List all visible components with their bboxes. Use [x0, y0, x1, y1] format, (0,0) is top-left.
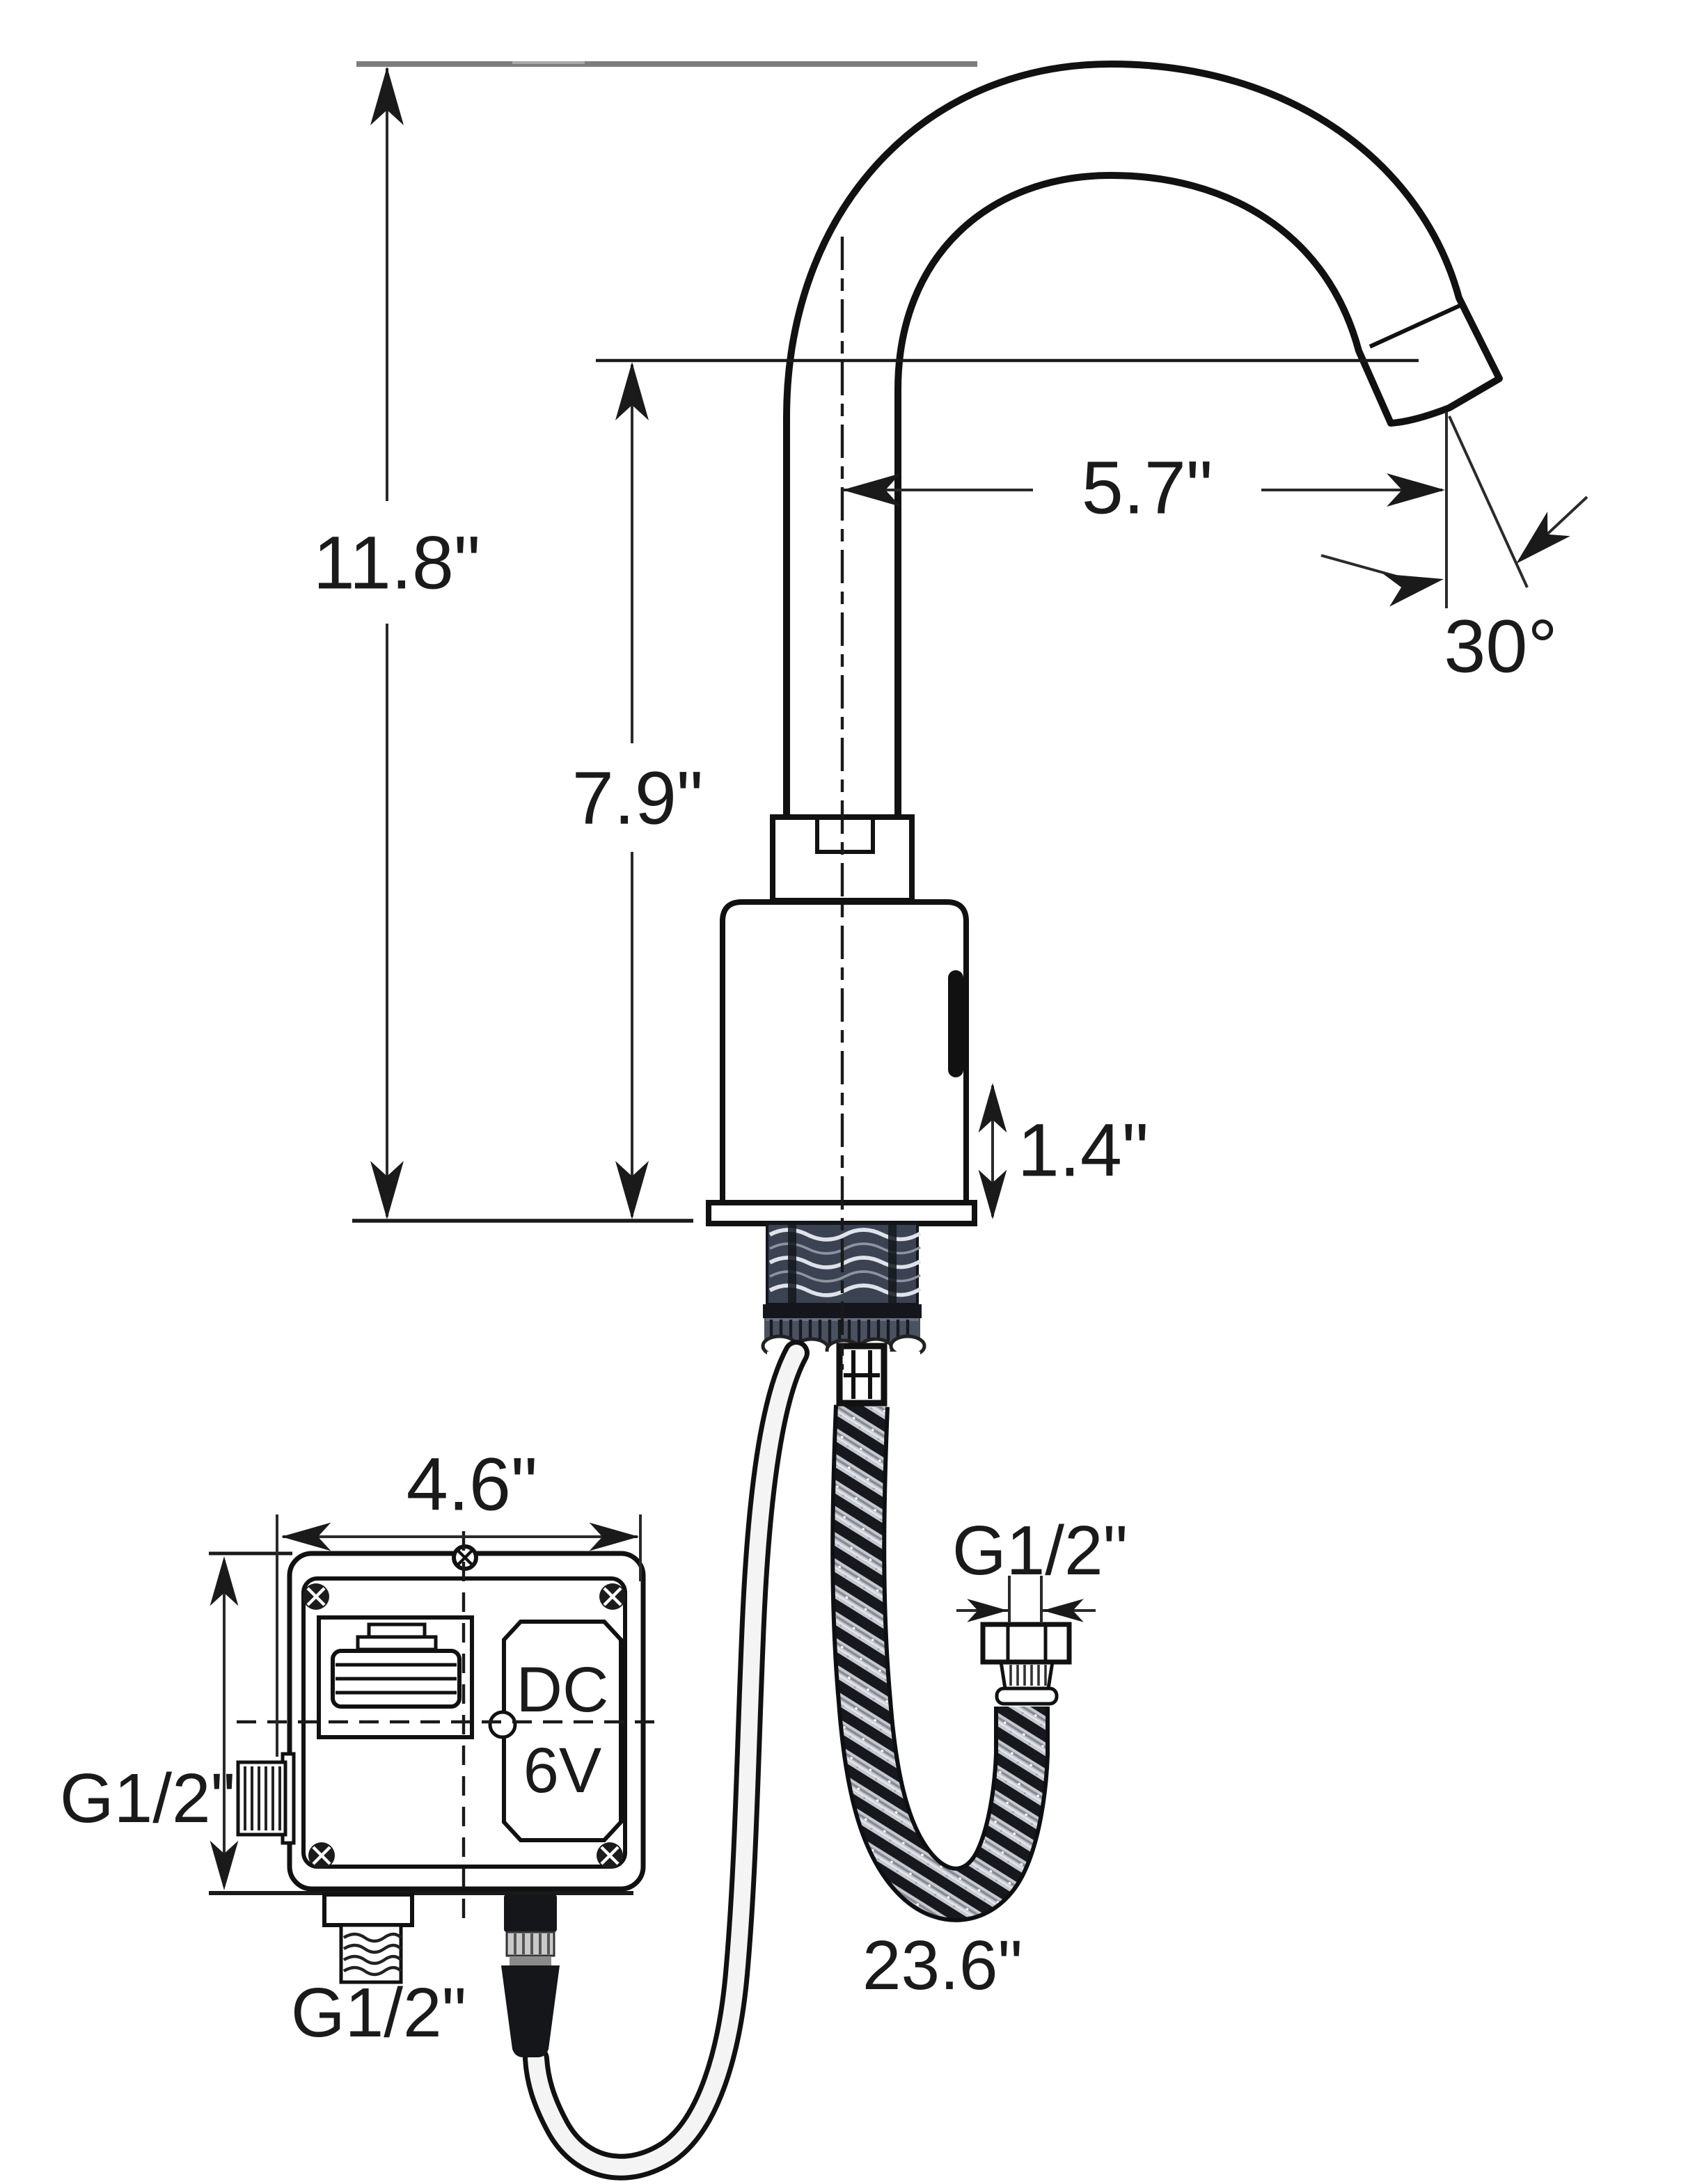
spout-angle-label: 30°	[1444, 604, 1557, 688]
sensor-cable	[523, 1340, 810, 2181]
dimension-spout-angle: 30°	[1320, 412, 1588, 688]
thread-labels: G1/2" G1/2" G1/2" 23.6"	[60, 1512, 1128, 2052]
dimension-body-height: 1.4"	[978, 1083, 1149, 1219]
dimensions: 11.8" 7.9" 5.7" 30°	[210, 67, 1588, 1890]
sensor-window	[948, 970, 963, 1077]
dimension-hose-thread	[956, 1576, 1096, 1623]
box-bottom-outlet	[322, 1892, 414, 1984]
control-box: DC 6V	[209, 1544, 646, 2057]
dimension-spout-height: 7.9"	[572, 362, 703, 1219]
panel-knob	[488, 1710, 517, 1739]
top-reference-line	[356, 61, 977, 67]
faucet-gooseneck-outline	[783, 61, 1503, 828]
reference-lines	[352, 358, 1419, 1223]
hose-shank-fitting	[836, 1343, 888, 1407]
braided-hose	[830, 1404, 1050, 1922]
body-height-label: 1.4"	[1018, 1108, 1149, 1192]
centerlines	[237, 237, 844, 1926]
collar-notch	[815, 817, 875, 854]
faucet-sensor-body	[720, 899, 969, 1208]
vent-detail	[317, 1615, 474, 1739]
cable-plug-connector	[501, 1894, 560, 2057]
box-side-inlet	[236, 1752, 296, 1845]
hose-ring	[995, 1686, 1059, 1706]
hose-length-label: 23.6"	[862, 1926, 1023, 2004]
dimension-total-height: 11.8"	[313, 67, 481, 1219]
box-bottom-thread-label: G1/2"	[291, 1974, 466, 2052]
power-label-panel: DC 6V	[488, 1620, 623, 1842]
dimension-box-width: 4.6"	[276, 1442, 642, 1757]
panel-screws	[303, 1544, 626, 1869]
dimension-box-height	[210, 1556, 239, 1890]
hose-thread-label: G1/2"	[952, 1512, 1128, 1590]
total-height-label: 11.8"	[313, 521, 481, 605]
spout-height-label: 7.9"	[572, 756, 703, 840]
hose-nut	[980, 1622, 1072, 1665]
hose-end-fitting	[980, 1622, 1072, 1706]
dimension-spout-reach: 5.7"	[842, 445, 1445, 530]
box-width-label: 4.6"	[407, 1442, 537, 1526]
power-6v-label: 6V	[523, 1735, 602, 1806]
power-dc-label: DC	[516, 1654, 609, 1725]
spout-aerator-line	[1368, 301, 1466, 349]
spout-reach-label: 5.7"	[1082, 445, 1213, 530]
box-side-thread-label: G1/2"	[60, 1759, 235, 1837]
faucet-body	[706, 814, 977, 1364]
